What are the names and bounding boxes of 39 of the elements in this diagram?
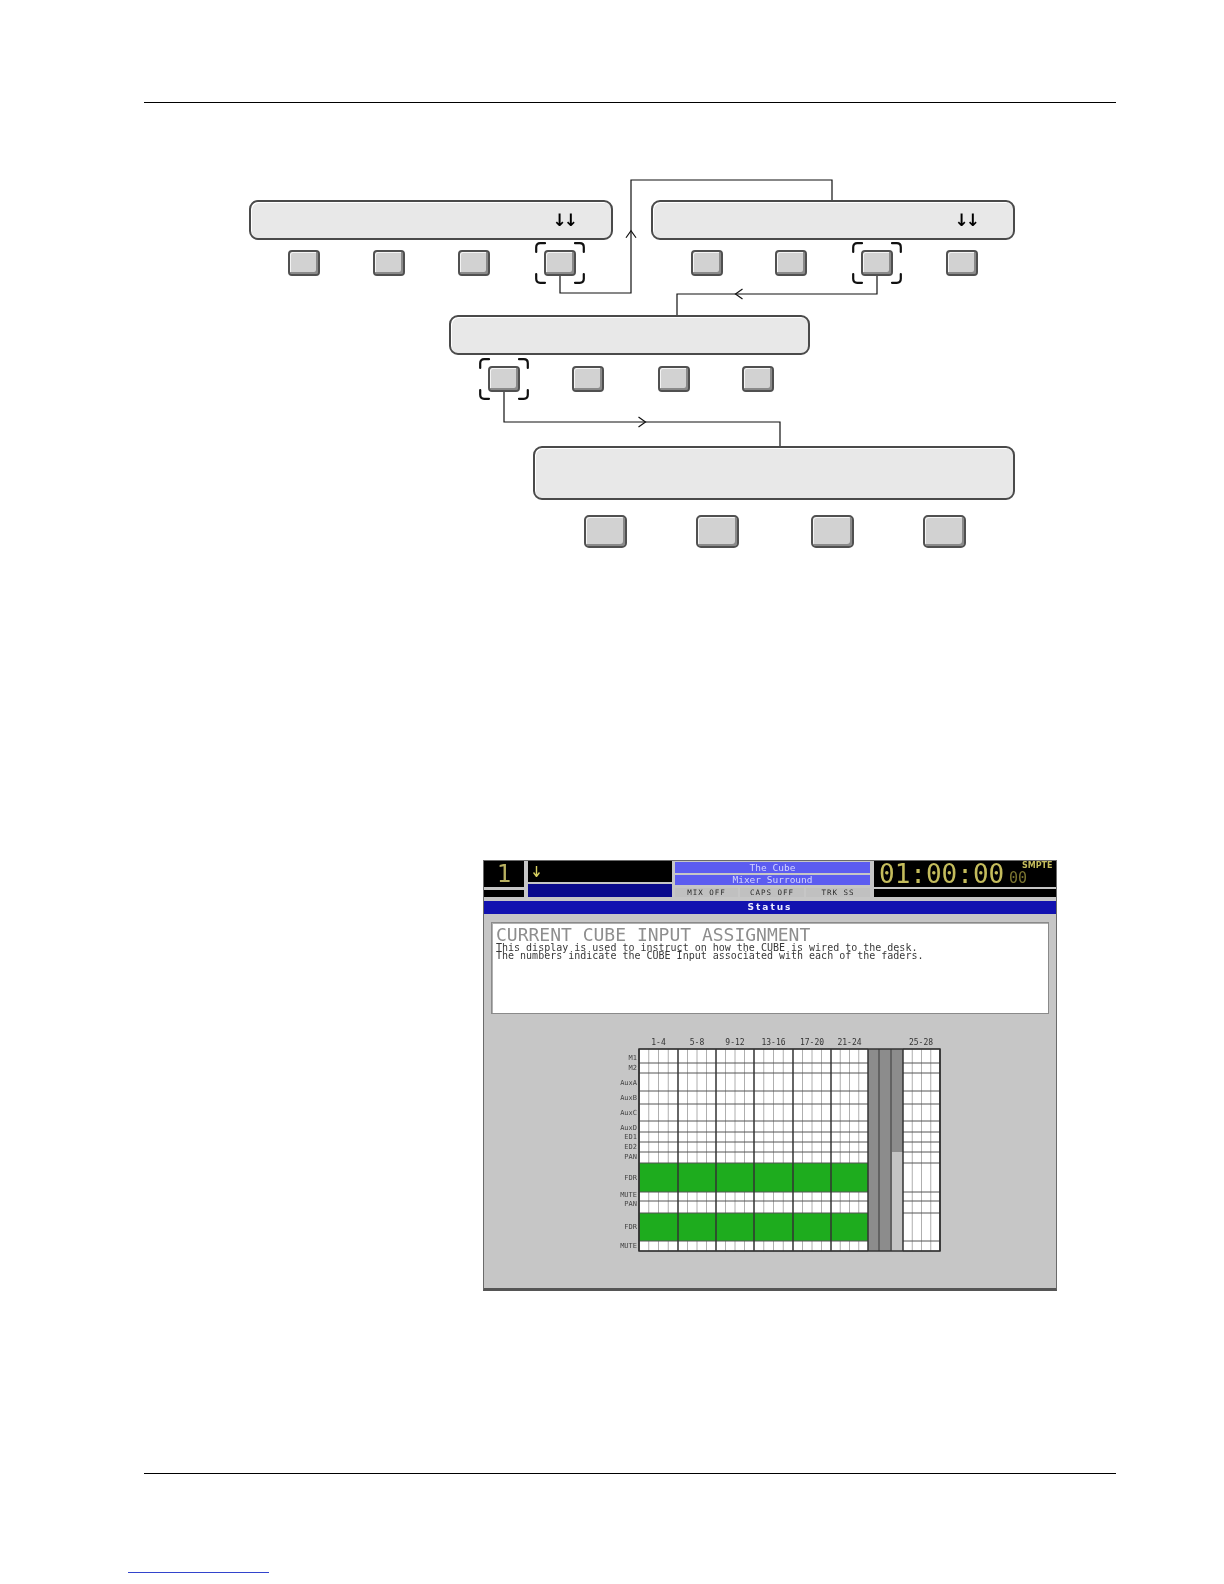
title-bar: The Cube xyxy=(675,862,870,873)
column-header: 13-16 xyxy=(760,1038,787,1047)
display-panel xyxy=(449,315,810,355)
soft-key xyxy=(811,515,854,548)
scroll-arrows: ↓↓ xyxy=(954,211,978,229)
soft-key xyxy=(946,250,978,276)
column-header: 17-20 xyxy=(798,1038,826,1047)
display-panel xyxy=(249,200,613,240)
timecode-format-label: SMPTE xyxy=(1022,861,1054,871)
soft-key xyxy=(288,250,320,276)
soft-key xyxy=(775,250,807,276)
soft-key xyxy=(742,366,774,392)
column-header: 5-8 xyxy=(688,1038,706,1047)
display-panel xyxy=(651,200,1015,240)
soft-key xyxy=(696,515,739,548)
soft-key xyxy=(572,366,604,392)
soft-key xyxy=(544,250,576,276)
soft-key xyxy=(458,250,490,276)
soft-key xyxy=(923,515,966,548)
column-header: 25-28 xyxy=(907,1038,935,1047)
description-text: The numbers indicate the CUBE Input associated with each of the faders. xyxy=(496,952,924,960)
column-header: 21-24 xyxy=(836,1038,863,1047)
soft-key xyxy=(861,250,893,276)
page-heading: CURRENT CUBE INPUT ASSIGNMENT xyxy=(496,926,811,943)
page-title-bar: Status xyxy=(484,901,1056,914)
frames-readout: 00 xyxy=(1009,872,1029,885)
channel-number-display: 1 xyxy=(484,861,524,887)
column-header: 1-4 xyxy=(650,1038,667,1047)
soft-key xyxy=(658,366,690,392)
timecode-readout: 01:00:00 xyxy=(879,862,1006,886)
description-text: This display is used to instruct on how the CUBE is wired to the desk. xyxy=(496,944,918,952)
soft-key xyxy=(584,515,627,548)
soft-key xyxy=(691,250,723,276)
subtitle-bar: Mixer Surround xyxy=(675,875,870,885)
soft-key xyxy=(373,250,405,276)
display-panel xyxy=(533,446,1015,500)
column-header: 9-12 xyxy=(724,1038,746,1047)
scroll-arrows: ↓↓ xyxy=(552,211,576,229)
soft-key xyxy=(488,366,520,392)
